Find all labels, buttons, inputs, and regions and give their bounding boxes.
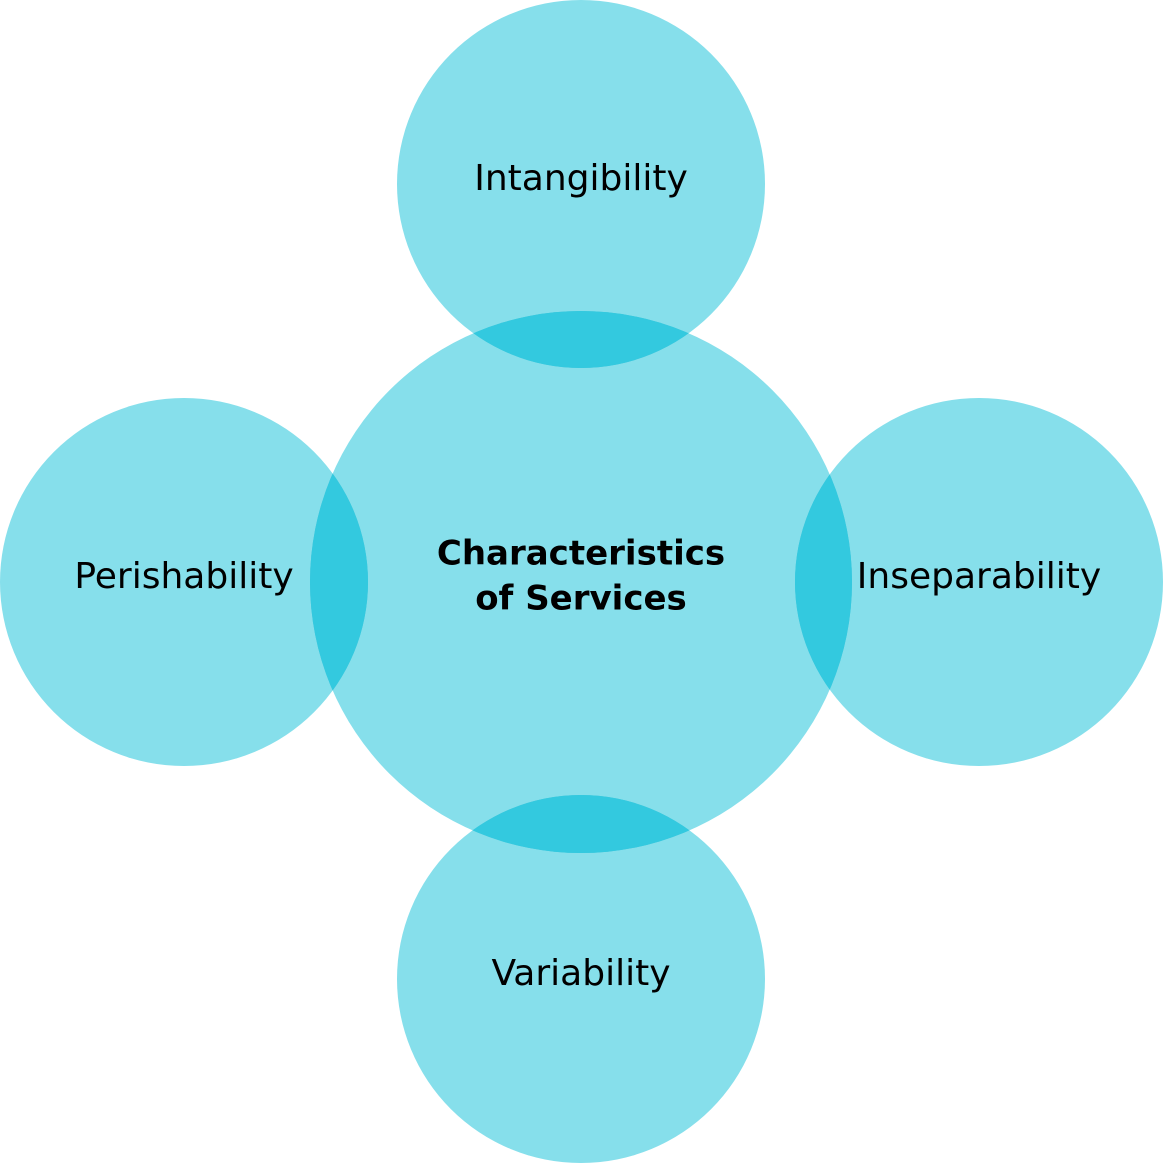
center-circle bbox=[310, 311, 852, 853]
center-label-line-1: Characteristics bbox=[437, 534, 725, 574]
top-label: Intangibility bbox=[474, 158, 688, 199]
bottom-label: Variability bbox=[491, 953, 670, 994]
left-circle bbox=[0, 398, 368, 766]
center-label-line-2: of Services bbox=[475, 579, 687, 619]
right-circle bbox=[795, 398, 1163, 766]
bottom-circle bbox=[397, 795, 765, 1163]
right-label: Inseparability bbox=[857, 556, 1101, 597]
top-circle bbox=[397, 0, 765, 368]
left-label: Perishability bbox=[74, 556, 293, 597]
